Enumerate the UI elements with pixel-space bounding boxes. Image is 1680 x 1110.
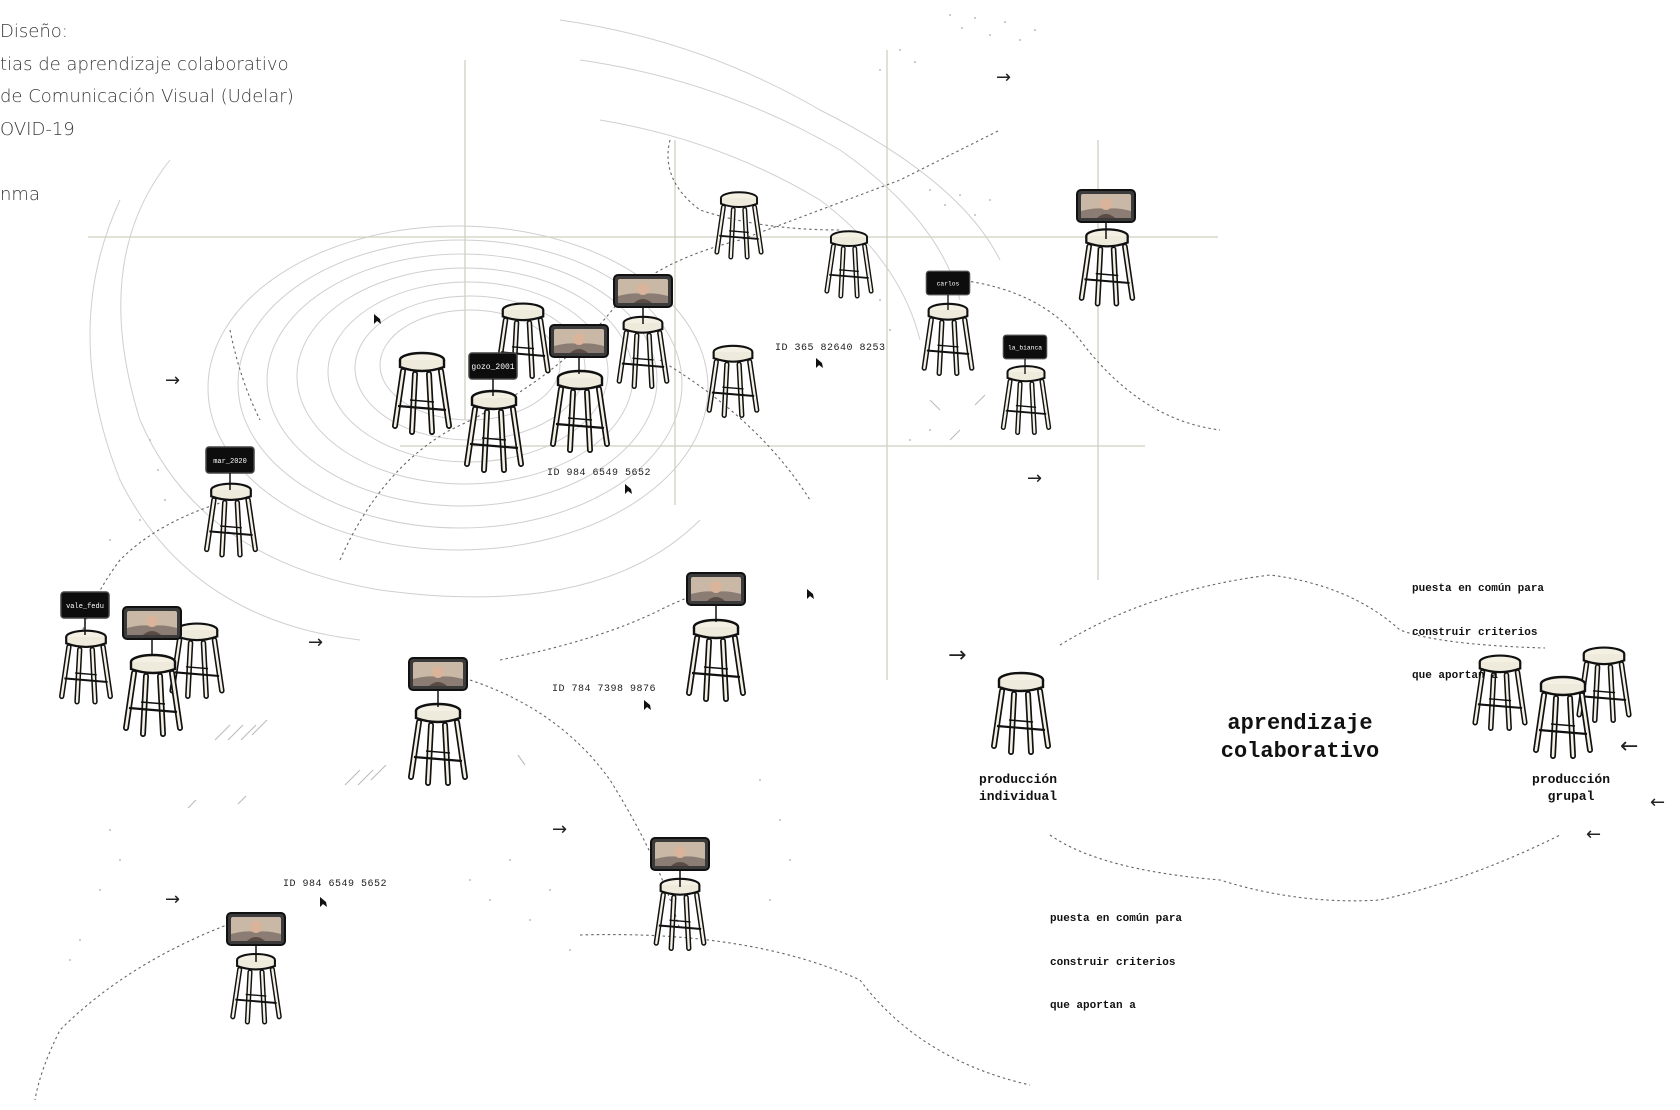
- video-screen-icon: [651, 838, 709, 887]
- cursor-icon: [320, 897, 327, 907]
- group-label-line: producción: [1511, 771, 1631, 788]
- meeting-id-label: ID 784 7398 9876: [552, 684, 656, 695]
- individual-label-line: producción: [958, 771, 1078, 788]
- title-line: Diseño:: [0, 16, 294, 49]
- title-line: OVID-19: [0, 114, 294, 147]
- video-screen-icon: [614, 275, 672, 324]
- stool-icon: [1082, 229, 1133, 303]
- stool-icon: [689, 620, 743, 699]
- name-tag-label: mar_2020: [213, 458, 247, 466]
- top-note-line: puesta en común para: [1412, 582, 1544, 597]
- name-tag-label: carlos: [937, 281, 960, 288]
- meeting-id-label: ID 984 6549 5652: [283, 879, 387, 890]
- bottom-note-line: construir criterios: [1050, 956, 1182, 971]
- name-tag: gozo_2001: [469, 353, 517, 396]
- video-screen-icon: [687, 573, 745, 622]
- name-tag-label: gozo_2001: [471, 363, 514, 372]
- arrow-left-icon: ←: [1586, 826, 1601, 844]
- title-line: de Comunicación Visual (Udelar): [0, 81, 294, 114]
- video-screen-icon: [227, 913, 285, 962]
- individual-production-label: producción individual: [958, 771, 1078, 805]
- stool-icon: [827, 231, 871, 296]
- arrow-left-icon: ←: [1620, 736, 1638, 758]
- meeting-id-label: ID 984 6549 5652: [547, 468, 651, 479]
- video-screen-icon: [123, 607, 181, 656]
- name-tag: vale_fedu: [61, 592, 109, 635]
- stool-icon: [411, 704, 465, 783]
- cursor-icon: [625, 484, 632, 494]
- cursor-icon: [374, 314, 381, 324]
- video-screen-icon: [550, 325, 608, 374]
- stool-icon: [553, 371, 607, 450]
- name-tag-label: la_bianca: [1008, 345, 1042, 352]
- page-title: Diseño: tias de aprendizaje colaborativo…: [0, 16, 294, 211]
- stool-icon: [1536, 677, 1590, 756]
- video-screen-icon: [409, 658, 467, 707]
- arrow-right-icon: →: [996, 69, 1011, 87]
- top-note-line: construir criterios: [1412, 626, 1544, 641]
- arrow-right-icon: →: [1027, 470, 1042, 488]
- stool-icon: [717, 192, 761, 257]
- title-line: [0, 146, 294, 179]
- title-line: nma: [0, 179, 294, 212]
- cursor-icon: [807, 589, 814, 599]
- bottom-note-line: que aportan a: [1050, 999, 1182, 1014]
- arrow-right-icon: →: [165, 372, 180, 390]
- stool-icon: [709, 346, 757, 416]
- arrow-right-icon: →: [552, 821, 567, 839]
- stool-icon: [1003, 366, 1048, 432]
- center-label-line: aprendizaje: [1200, 710, 1400, 738]
- name-tag-label: vale_fedu: [66, 603, 104, 611]
- video-screen-icon: [1077, 190, 1135, 239]
- group-label-line: grupal: [1511, 788, 1631, 805]
- title-line: tias de aprendizaje colaborativo: [0, 49, 294, 82]
- stool-icon: [619, 317, 667, 387]
- stool-icon: [62, 631, 111, 702]
- arrow-right-icon: →: [165, 891, 180, 909]
- arrow-right-icon: →: [308, 634, 323, 652]
- center-label-line: colaborativo: [1200, 738, 1400, 766]
- stool-icon: [467, 391, 521, 470]
- bottom-note: puesta en común para construir criterios…: [1050, 883, 1182, 1028]
- bottom-note-line: puesta en común para: [1050, 912, 1182, 927]
- stool-icon: [656, 879, 704, 949]
- stool-icon: [924, 304, 972, 374]
- name-tag: carlos: [926, 271, 969, 310]
- arrow-right-icon: →: [948, 645, 966, 667]
- individual-label-line: individual: [958, 788, 1078, 805]
- arrow-left-icon: ←: [1650, 794, 1665, 812]
- center-label: aprendizaje colaborativo: [1200, 710, 1400, 766]
- meeting-id-label: ID 365 82640 8253: [775, 343, 886, 354]
- stool-icon: [126, 655, 180, 734]
- cursor-icon: [644, 700, 651, 710]
- top-note-line: que aportan a: [1412, 669, 1544, 684]
- stool-icon: [233, 954, 279, 1022]
- stool-icon: [994, 673, 1048, 752]
- top-note: puesta en común para construir criterios…: [1412, 553, 1544, 698]
- group-production-label: producción grupal: [1511, 771, 1631, 805]
- stool-icon: [395, 353, 449, 432]
- name-tag: mar_2020: [206, 447, 254, 490]
- cursor-icon: [816, 358, 823, 368]
